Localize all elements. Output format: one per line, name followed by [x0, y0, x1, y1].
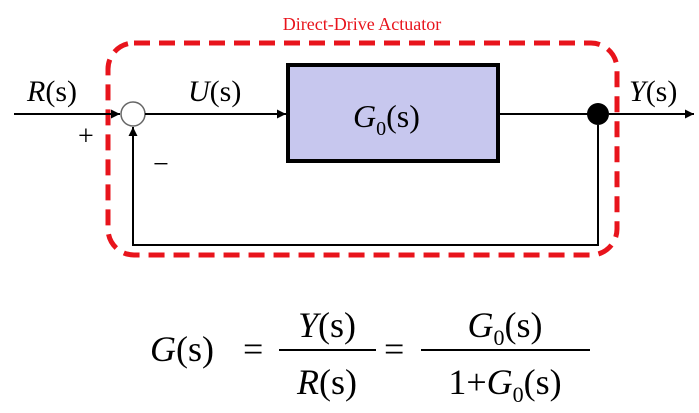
plant-block [286, 63, 500, 163]
takeoff-point [587, 103, 609, 125]
feedback-path [128, 125, 599, 246]
input-signal-label: R(s) [26, 75, 77, 108]
frac2-denominator: 1+G0(s) [448, 362, 561, 407]
minus-sign: − [153, 149, 169, 180]
output-signal-label: Y(s) [629, 75, 677, 108]
equation-lhs: G(s) [150, 329, 214, 369]
frac2-numerator: G0(s) [468, 305, 543, 350]
frac1-denominator: R(s) [296, 362, 357, 402]
summing-junction [120, 101, 146, 127]
region-label: Direct-Drive Actuator [283, 14, 441, 34]
frac1-numerator: Y(s) [298, 305, 356, 345]
plus-sign: + [78, 121, 94, 152]
equation-equals-1: = [243, 329, 263, 369]
equation-equals-2: = [384, 329, 404, 369]
transfer-function-equation: G(s) = Y(s) R(s) = G0(s) 1+G0(s) [150, 305, 590, 407]
plant-label: G0(s) [353, 98, 420, 140]
control-signal-label: U(s) [188, 75, 241, 108]
actuator-region-border [105, 40, 620, 258]
